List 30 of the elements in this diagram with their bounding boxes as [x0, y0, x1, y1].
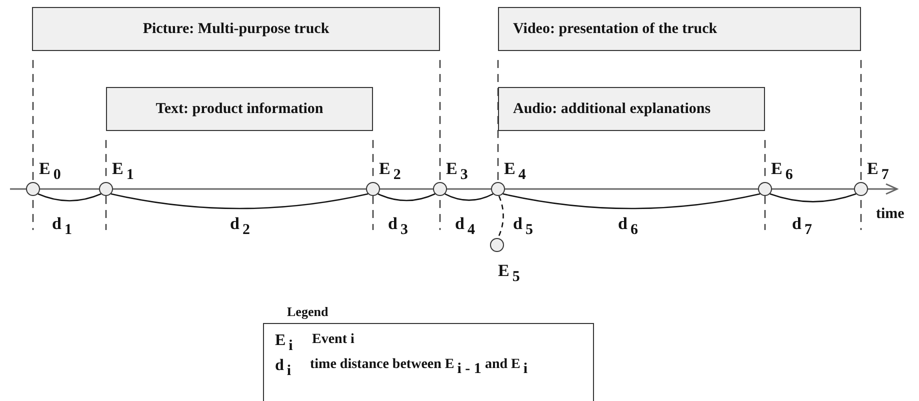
duration-arc — [502, 193, 760, 210]
duration-arc — [110, 193, 368, 210]
media-box: Audio: additional explanations — [498, 87, 765, 131]
media-box: Picture: Multi-purpose truck — [32, 7, 440, 51]
event-circle — [433, 182, 447, 196]
axis-label: time — [876, 207, 904, 222]
event-label: E$_{2}$ — [379, 160, 401, 183]
duration-arc — [497, 196, 504, 238]
media-box: Text: product information — [106, 87, 373, 131]
event-label: E$_{0}$ — [39, 160, 61, 183]
event-label: E$_{6}$ — [771, 160, 793, 183]
event-circle — [26, 182, 40, 196]
event-label: E$_{7}$ — [867, 160, 889, 183]
event-circle — [490, 238, 504, 252]
duration-arc — [378, 193, 436, 202]
duration-arc — [38, 193, 102, 202]
duration-arc — [770, 193, 856, 202]
event-circle — [854, 182, 868, 196]
legend-heading: Legend — [287, 305, 328, 318]
event-circle — [366, 182, 380, 196]
legend-text: Event i — [312, 333, 354, 347]
media-box: Video: presentation of the truck — [498, 7, 861, 51]
duration-arc — [444, 193, 494, 201]
event-circle — [758, 182, 772, 196]
event-label: E$_{5}$ — [498, 262, 520, 285]
event-label: E$_{1}$ — [112, 160, 134, 183]
event-circle — [99, 182, 113, 196]
event-label: E$_{3}$ — [446, 160, 468, 183]
event-label: E$_{4}$ — [504, 160, 526, 183]
event-circle — [491, 182, 505, 196]
